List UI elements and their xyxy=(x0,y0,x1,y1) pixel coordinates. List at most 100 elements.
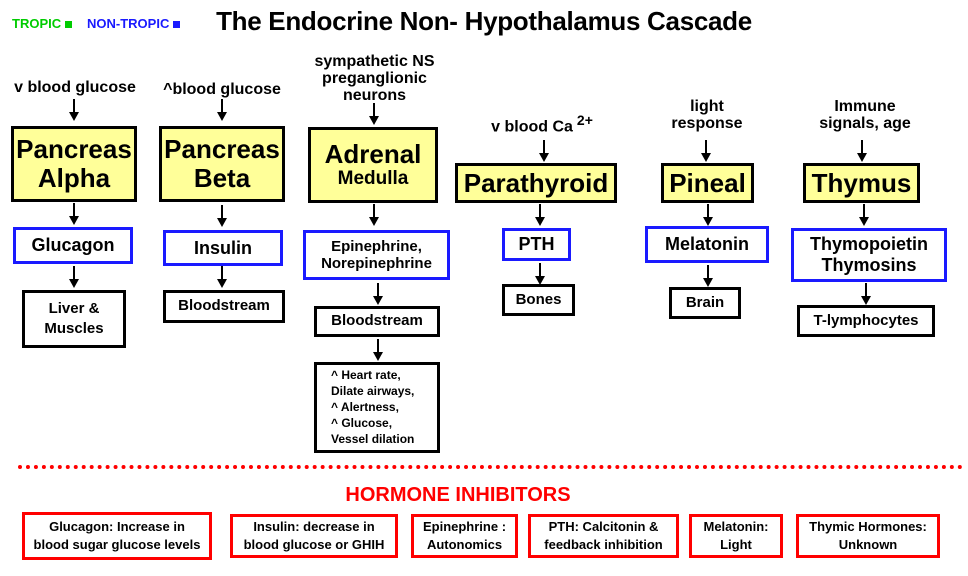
input-col6-line: signals, age xyxy=(819,115,911,132)
organ-line: Medulla xyxy=(337,167,409,189)
legend-tropic: TROPIC xyxy=(12,16,73,31)
organ-pancreas-alpha: Pancreas Alpha xyxy=(11,126,137,202)
arrow-icon xyxy=(861,283,871,305)
target-line: Bloodstream xyxy=(178,297,270,315)
inhibitor-line: Epinephrine : xyxy=(422,519,507,535)
input-col3-line: preganglionic xyxy=(322,70,427,87)
hormone-line: Insulin xyxy=(194,237,252,258)
inhibitor-epinephrine: Epinephrine : Autonomics xyxy=(411,514,518,558)
input-col3-line: sympathetic NS xyxy=(314,53,435,70)
target-brain: Brain xyxy=(669,287,741,319)
input-col5: light response xyxy=(632,98,782,132)
effects-list: ^ Heart rate, Dilate airways, ^ Alertnes… xyxy=(314,362,440,453)
inhibitor-line: feedback inhibition xyxy=(544,537,663,552)
target-t-lymphocytes: T-lymphocytes xyxy=(797,305,935,337)
inhibitor-line: Melatonin: xyxy=(703,519,769,535)
effect-line: ^ Glucose, xyxy=(331,416,393,430)
hormone-insulin: Insulin xyxy=(163,230,283,266)
target-line: Brain xyxy=(685,293,725,311)
input-col5-line: response xyxy=(671,115,743,132)
target-bloodstream-1: Bloodstream xyxy=(163,290,285,323)
hormone-line: Glucagon xyxy=(31,235,115,256)
input-col1: v blood glucose xyxy=(0,79,150,96)
arrow-icon xyxy=(69,203,79,225)
effect-line: Vessel dilation xyxy=(331,432,415,446)
arrow-icon xyxy=(217,205,227,227)
input-col3-line: neurons xyxy=(342,87,407,104)
input-col4-superscript: 2+ xyxy=(576,112,593,128)
input-col5-line: light xyxy=(690,98,724,115)
hormone-epinephrine: Epinephrine, Norepinephrine xyxy=(303,230,450,280)
legend-tropic-swatch xyxy=(65,21,73,29)
inhibitor-melatonin: Melatonin: Light xyxy=(689,514,783,558)
effect-line: ^ Alertness, xyxy=(331,400,399,414)
input-col6-line: Immune xyxy=(834,98,896,115)
hormone-line: PTH xyxy=(518,234,555,255)
hormone-pth: PTH xyxy=(502,228,571,261)
hormone-glucagon: Glucagon xyxy=(13,227,133,264)
organ-line: Alpha xyxy=(37,163,111,193)
inhibitor-line: PTH: Calcitonin & xyxy=(548,519,659,535)
effect-line: Dilate airways, xyxy=(331,384,415,398)
input-col2: ^blood glucose xyxy=(147,81,297,98)
arrow-icon xyxy=(703,265,713,287)
legend-nontropic: NON-TROPIC xyxy=(87,16,181,31)
legend-tropic-label: TROPIC xyxy=(12,16,62,31)
organ-line: Pancreas xyxy=(16,134,132,165)
input-col6: Immune signals, age xyxy=(790,98,940,132)
inhibitor-line: Autonomics xyxy=(426,537,503,552)
organ-line: Pancreas xyxy=(164,134,280,165)
target-line: T-lymphocytes xyxy=(813,311,919,329)
arrow-icon xyxy=(69,266,79,288)
legend-nontropic-label: NON-TROPIC xyxy=(87,16,170,31)
inhibitor-line: Unknown xyxy=(838,537,898,552)
input-col1-line: v blood glucose xyxy=(14,79,136,96)
target-liver-muscles: Liver & Muscles xyxy=(22,290,126,348)
arrow-icon xyxy=(857,140,867,162)
organ-line: Adrenal xyxy=(324,139,422,170)
arrow-icon xyxy=(373,339,383,361)
arrow-icon xyxy=(539,140,549,162)
arrow-icon xyxy=(369,204,379,226)
organ-line: Parathyroid xyxy=(463,167,609,198)
effect-line: ^ Heart rate, xyxy=(331,368,401,382)
dotted-divider xyxy=(18,465,963,469)
hormone-line: Norepinephrine xyxy=(321,255,432,272)
hormone-melatonin: Melatonin xyxy=(645,226,769,263)
organ-parathyroid: Parathyroid xyxy=(455,163,617,203)
organ-adrenal-medulla: Adrenal Medulla xyxy=(308,127,438,203)
arrow-icon xyxy=(217,99,227,121)
target-bones: Bones xyxy=(502,284,575,316)
input-col4-text: v blood Ca xyxy=(491,118,573,136)
target-line: Bloodstream xyxy=(331,312,423,330)
organ-line: Thymus xyxy=(811,167,912,198)
arrow-icon xyxy=(859,204,869,226)
inhibitor-line: blood glucose or GHIH xyxy=(243,537,385,552)
organ-pancreas-beta: Pancreas Beta xyxy=(159,126,285,202)
hormone-line: Thymosins xyxy=(821,255,917,275)
organ-line: Pineal xyxy=(669,167,746,198)
hormone-line: Thymopoietin xyxy=(810,234,928,255)
arrow-icon xyxy=(217,266,227,288)
arrow-icon xyxy=(373,283,383,305)
hormone-thymopoietin: Thymopoietin Thymosins xyxy=(791,228,947,282)
inhibitor-thymic: Thymic Hormones: Unknown xyxy=(796,514,940,558)
inhibitor-line: Insulin: decrease in xyxy=(253,519,375,535)
input-col2-line: ^blood glucose xyxy=(163,81,281,98)
arrow-icon xyxy=(701,140,711,162)
organ-pineal: Pineal xyxy=(661,163,754,203)
arrow-icon xyxy=(535,204,545,226)
hormone-line: Melatonin xyxy=(665,234,749,255)
inhibitor-line: blood sugar glucose levels xyxy=(33,537,201,552)
inhibitor-line: Thymic Hormones: xyxy=(809,519,927,535)
organ-line: Beta xyxy=(193,163,251,193)
arrow-icon xyxy=(703,204,713,226)
inhibitor-line: Glucagon: Increase in xyxy=(49,519,185,535)
target-bloodstream-2: Bloodstream xyxy=(314,306,440,337)
inhibitors-heading: HORMONE INHIBITORS xyxy=(345,484,571,506)
input-col3: sympathetic NS preganglionic neurons xyxy=(297,53,452,104)
diagram-title: The Endocrine Non- Hypothalamus Cascade xyxy=(216,6,752,36)
inhibitor-insulin: Insulin: decrease in blood glucose or GH… xyxy=(230,514,398,558)
organ-thymus: Thymus xyxy=(803,163,920,203)
